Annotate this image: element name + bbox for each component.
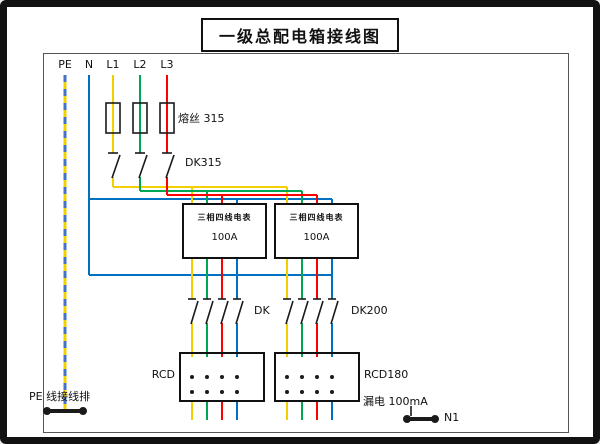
l3-wires: [166, 75, 318, 420]
l1-wires: [112, 75, 288, 420]
pe-bar-label: PE 线接线排: [29, 390, 91, 403]
fuse-label: 熔丝 315: [178, 112, 225, 125]
meter-1: 三相四线电表 100A: [182, 203, 267, 259]
meter-2-name: 三相四线电表: [289, 213, 344, 222]
meter-1-name: 三相四线电表: [197, 213, 252, 222]
switch-group2-label: DK200: [351, 304, 388, 317]
switch-group1-label: DK: [254, 304, 270, 317]
rcd-2-box: [274, 352, 360, 402]
switch-symbols: [188, 298, 339, 325]
leakage-label: 漏电 100mA: [363, 395, 428, 408]
rcd1-label: RCD: [151, 368, 175, 381]
l2-bus-label: L2: [133, 58, 147, 71]
wiring-canvas: [43, 75, 439, 423]
main-breaker-symbols: [108, 152, 175, 179]
meter-2: 三相四线电表 100A: [274, 203, 359, 259]
inner-border: [43, 53, 569, 433]
pe-bus-label: PE: [58, 58, 72, 71]
n-bus-label: N: [84, 58, 94, 71]
rcd2-label: RCD180: [364, 368, 409, 381]
n-bar-label: N1: [444, 411, 460, 424]
pe-terminal-bar: [43, 407, 87, 415]
meter-2-rating: 100A: [303, 232, 330, 243]
rcd-1-box: [179, 352, 265, 402]
main-breaker-label: DK315: [185, 156, 222, 169]
diagram-title: 一级总配电箱接线图: [200, 18, 400, 52]
rcd-terminal-dots: [190, 375, 334, 394]
l1-bus-label: L1: [106, 58, 120, 71]
fuse-symbols: [105, 102, 175, 134]
l3-bus-label: L3: [160, 58, 174, 71]
n1-terminal-bar: [403, 406, 439, 423]
meter-1-rating: 100A: [211, 232, 238, 243]
neutral-wires: [88, 75, 333, 420]
